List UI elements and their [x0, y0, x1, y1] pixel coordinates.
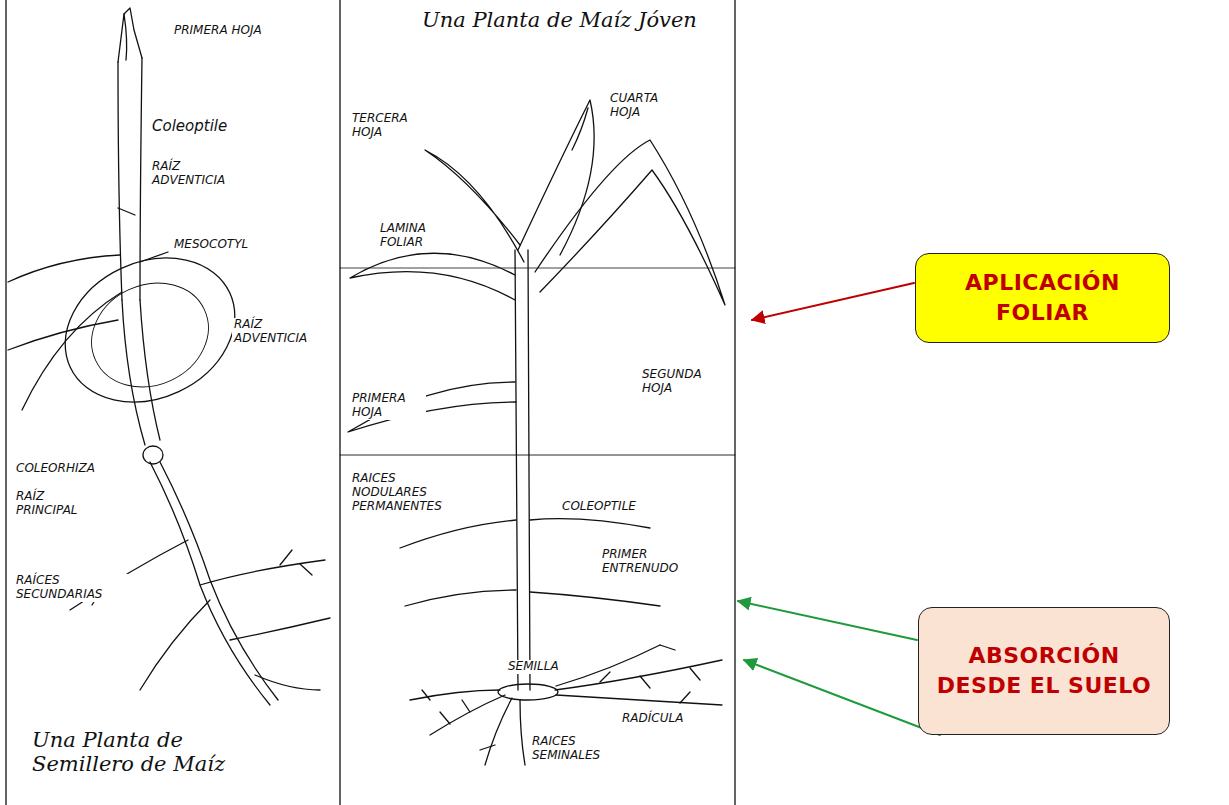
part-label: CUARTA HOJA — [608, 92, 682, 120]
callout-box: ABSORCIÓN DESDE EL SUELO — [918, 607, 1170, 735]
part-label: MESOCOTYL — [172, 238, 250, 252]
part-label: COLEOPTILE — [560, 500, 638, 514]
part-label: Coleoptile — [150, 118, 229, 135]
part-label: PRIMERA HOJA — [172, 24, 264, 38]
part-label: RAICES SEMINALES — [530, 735, 614, 763]
callout-box: APLICACIÓN FOLIAR — [915, 253, 1170, 343]
part-label: PRIMER ENTRENUDO — [600, 548, 686, 576]
part-label: LAMINA FOLIAR — [378, 222, 454, 250]
panel-title: Una Planta de Semillero de Maíz — [30, 728, 274, 776]
panel-title: Una Planta de Maíz Jóven — [420, 8, 724, 32]
part-label: TERCERA HOJA — [350, 112, 426, 140]
part-label: SEMILLA — [506, 660, 561, 674]
part-label: RAÍZ PRINCIPAL — [14, 490, 94, 518]
callout-text: ABSORCIÓN DESDE EL SUELO — [935, 641, 1153, 700]
part-label: RAÍZ ADVENTICIA — [150, 160, 246, 188]
callout-text: APLICACIÓN FOLIAR — [932, 268, 1153, 327]
part-label: SEGUNDA HOJA — [640, 368, 716, 396]
part-label: PRIMERA HOJA — [350, 392, 426, 420]
part-label: RAÍZ ADVENTICIA — [232, 318, 328, 346]
part-label: RADÍCULA — [620, 712, 685, 726]
part-label: RAÍCES SECUNDARIAS — [14, 574, 134, 602]
part-label: RAICES NODULARES PERMANENTES — [350, 472, 472, 513]
part-label: COLEORHIZA — [14, 462, 97, 476]
